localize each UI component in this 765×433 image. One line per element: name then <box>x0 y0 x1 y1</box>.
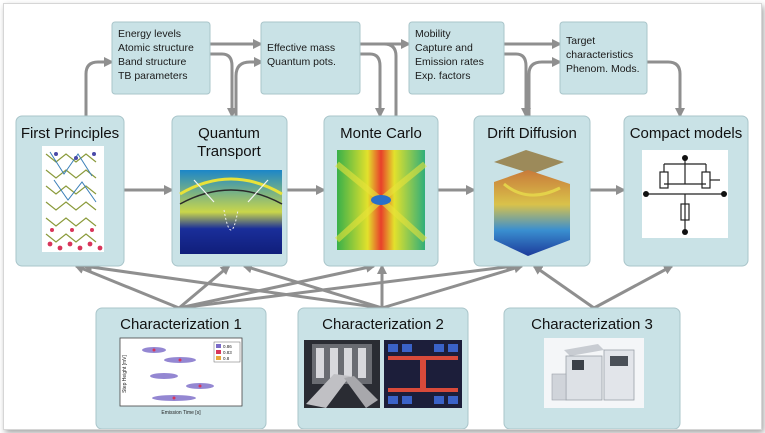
atomic-structure-image <box>42 146 104 252</box>
characterization-2: Characterization 2 <box>297 307 469 429</box>
note-line: Capture and <box>415 42 473 54</box>
plot-ylabel: Step Height [mV] <box>122 354 128 392</box>
arrow-c3-to-cm <box>593 264 674 310</box>
stage-title: Drift Diffusion <box>487 125 577 142</box>
stage-title: Compact models <box>630 125 743 142</box>
characterization-title: Characterization 1 <box>120 316 242 333</box>
note-box-2: Effective mass Quantum pots. <box>260 21 361 95</box>
stage-title: Monte Carlo <box>340 125 422 142</box>
chip-layout-photo <box>384 340 462 408</box>
arrow-c1-to-qt <box>178 264 231 310</box>
note-line: Band structure <box>118 56 186 68</box>
flow-arrows <box>74 39 685 310</box>
note-line: Mobility <box>415 28 451 40</box>
note-box-1: Energy levels Atomic structure Band stru… <box>111 21 211 95</box>
arrow-qt-to-note2 <box>234 57 264 116</box>
quantum-transport-image <box>179 170 283 254</box>
diagram-frame: Energy levels Atomic structure Band stru… <box>3 3 762 430</box>
arrow-c1-to-mc <box>178 262 376 310</box>
stage-quantum-transport: Quantum Transport <box>171 115 288 267</box>
arrow-note2-to-mc <box>360 52 385 118</box>
arrow-c2-to-dd <box>381 263 524 310</box>
characterization-1: Characterization 1 Step Height [mV] Emis… <box>95 307 267 429</box>
arrow-note3-to-dd <box>504 52 531 118</box>
note-line: Quantum pots. <box>267 56 336 68</box>
legend-label: 0.8 <box>223 356 230 361</box>
characterization-title: Characterization 3 <box>531 316 653 333</box>
arrow-c2-to-qt <box>242 263 383 310</box>
note-box-3: Mobility Capture and Emission rates Exp.… <box>408 21 505 95</box>
characterization-3: Characterization 3 <box>503 307 681 429</box>
note-line: Exp. factors <box>415 70 470 82</box>
arrow-note2-down <box>360 42 398 116</box>
plot-legend: 0.86 0.83 0.8 <box>213 341 241 363</box>
arrow-c3-to-dd <box>532 264 595 310</box>
note-line: Energy levels <box>118 28 181 40</box>
monte-carlo-image <box>334 150 428 250</box>
note-box-4: Target characteristics Phenom. Mods. <box>559 21 648 95</box>
stage-compact-models: Compact models <box>623 115 749 267</box>
note-line: characteristics <box>566 49 633 61</box>
arrow-dd-to-note4 <box>527 57 562 116</box>
note-line: Effective mass <box>267 42 335 54</box>
stage-first-principles: First Principles <box>15 115 125 267</box>
plot-xlabel: Emission Time [s] <box>161 410 201 416</box>
stage-title: First Principles <box>21 125 119 142</box>
note-line: Phenom. Mods. <box>566 63 640 75</box>
note-line: Emission rates <box>415 56 484 68</box>
stage-monte-carlo: Monte Carlo <box>323 115 439 267</box>
legend-label: 0.83 <box>223 350 232 355</box>
legend-label: 0.86 <box>223 344 232 349</box>
arrow-note4-to-cm <box>647 60 685 118</box>
probe-station-photo <box>304 340 380 408</box>
drift-diffusion-image <box>494 150 570 256</box>
note-line: Atomic structure <box>118 42 194 54</box>
characterization-title: Characterization 2 <box>322 316 444 333</box>
arrow-fp-to-note1 <box>84 57 114 116</box>
stage-title: Quantum <box>198 125 260 142</box>
step-height-plot: Step Height [mV] Emission Time [s] 0.86 … <box>119 337 243 416</box>
arrow-note1-to-qt <box>210 52 237 118</box>
arrow-c1-to-fp <box>74 264 180 310</box>
modeling-flow-diagram: Energy levels Atomic structure Band stru… <box>15 21 749 429</box>
note-line: Target <box>566 35 595 47</box>
stage-title: Transport <box>197 143 261 160</box>
arrow-c2-to-fp <box>82 262 383 310</box>
compact-model-circuit-image <box>642 150 728 238</box>
note-line: TB parameters <box>118 70 187 82</box>
arrow-c1-to-dd <box>178 262 516 310</box>
stage-drift-diffusion: Drift Diffusion <box>473 115 591 267</box>
measurement-equipment-photo <box>544 338 644 408</box>
